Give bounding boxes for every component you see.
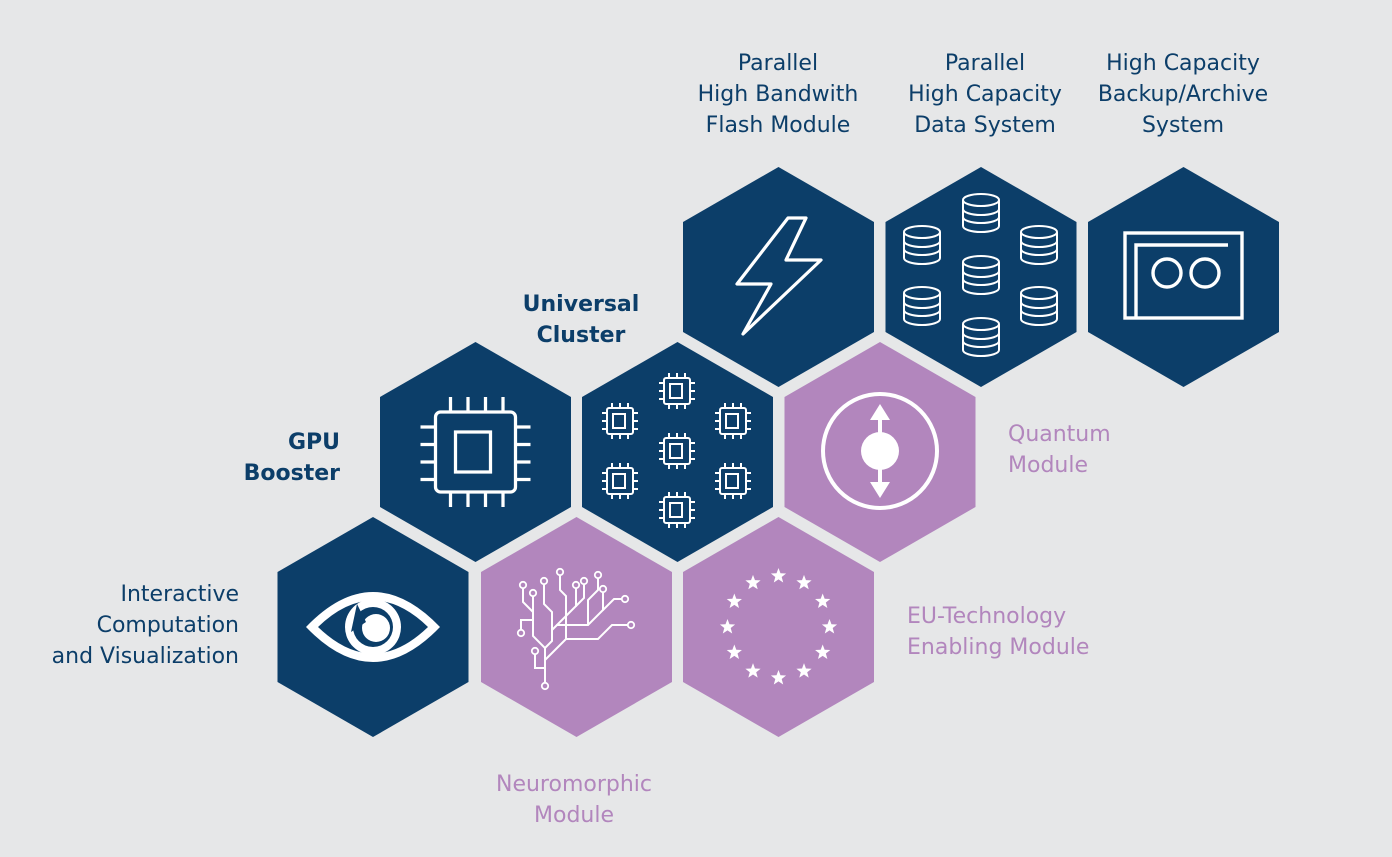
label-interactive-computation: Interactive Computation and Visualizatio… (20, 579, 239, 672)
hex-gpu-booster (380, 342, 571, 562)
neuron-dots (516, 567, 636, 691)
label-line: GPU (287, 430, 340, 455)
label-line: EU-Technology (907, 604, 1067, 629)
star-icon (815, 644, 831, 659)
processor-chip-icon (420, 397, 531, 507)
label-line: and Visualization (51, 644, 239, 669)
label-line: High Capacity (1106, 51, 1260, 76)
star-icon (796, 663, 812, 678)
label-flash-module: Parallel High Bandwith Flash Module (678, 48, 878, 141)
label-data-system: Parallel High Capacity Data System (880, 48, 1090, 141)
hex-eu-technology-module (683, 517, 874, 737)
label-gpu-booster: GPU Booster (200, 427, 340, 489)
hexagon-shape (1088, 167, 1279, 387)
label-line: Universal (522, 292, 640, 317)
star-icon (770, 568, 787, 583)
star-icon (726, 593, 742, 608)
eu-stars-icon (719, 568, 838, 685)
star-icon (770, 670, 787, 685)
hexagon-shape (380, 342, 571, 562)
star-icon (745, 663, 761, 678)
hex-data-system (885, 167, 1077, 387)
label-line: Quantum (1008, 422, 1111, 447)
hex-flash-module (683, 167, 874, 387)
tape-cassette-icon (1123, 231, 1244, 320)
label-line: Data System (914, 113, 1056, 138)
hex-universal-cluster (582, 342, 773, 562)
label-line: Parallel (944, 51, 1026, 76)
label-line: System (1141, 113, 1225, 138)
neural-tree-icon (520, 574, 629, 684)
hex-interactive-computation (277, 517, 469, 737)
label-line: Booster (243, 461, 340, 486)
hexagon-shape (582, 342, 773, 562)
label-archive-system: High Capacity Backup/Archive System (1078, 48, 1288, 141)
hex-archive-system (1088, 167, 1279, 387)
label-line: Cluster (536, 323, 626, 348)
label-line: Parallel (737, 51, 819, 76)
label-line: Backup/Archive (1097, 82, 1269, 107)
label-line: High Bandwith (697, 82, 859, 107)
hexagon-shape (481, 517, 672, 737)
star-icon (745, 574, 761, 590)
label-eu-technology-module: EU-Technology Enabling Module (907, 601, 1107, 663)
lightning-bolt-icon (735, 216, 823, 336)
star-icon (821, 619, 838, 634)
label-line: Computation (96, 613, 239, 638)
label-neuromorphic-module: Neuromorphic Module (474, 769, 674, 831)
label-line: Enabling Module (907, 635, 1090, 660)
label-line: Flash Module (705, 113, 851, 138)
star-icon (796, 574, 812, 590)
hex-quantum-module (784, 342, 976, 562)
star-icon (719, 619, 736, 634)
label-line: Neuromorphic (495, 772, 652, 797)
label-line: Module (534, 803, 614, 828)
label-quantum-module: Quantum Module (1008, 419, 1158, 481)
label-line: Interactive (120, 582, 239, 607)
hexagon-shape (683, 167, 874, 387)
label-universal-cluster: Universal Cluster (511, 289, 651, 351)
hexagon-shape (683, 517, 874, 737)
eye-icon (306, 592, 440, 662)
qubit-spin-icon (821, 392, 939, 510)
hex-neuromorphic-module (481, 517, 672, 737)
label-line: High Capacity (908, 82, 1062, 107)
star-icon (815, 593, 831, 608)
label-line: Module (1008, 453, 1088, 478)
star-icon (726, 644, 742, 659)
